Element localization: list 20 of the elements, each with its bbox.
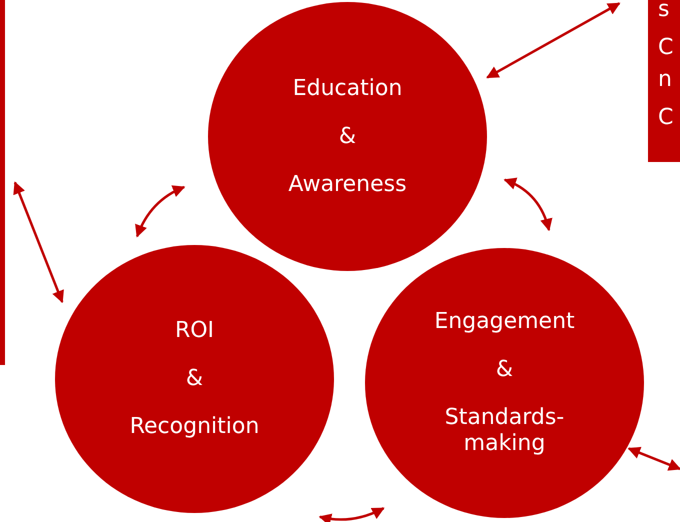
double-arrow bbox=[318, 507, 385, 522]
circle-label: & bbox=[338, 124, 356, 150]
panel-text: C n bbox=[658, 34, 674, 94]
double-arrow bbox=[135, 186, 186, 238]
double-arrow bbox=[504, 178, 552, 232]
circle-label: Education bbox=[292, 76, 402, 102]
panel-text: s bbox=[658, 0, 670, 24]
circle-label: Engagement bbox=[434, 309, 575, 335]
circle-label: & bbox=[496, 357, 514, 383]
double-arrow bbox=[486, 2, 620, 79]
double-arrow bbox=[628, 446, 680, 471]
circle-label: Awareness bbox=[288, 172, 407, 198]
double-arrow bbox=[13, 181, 64, 304]
vertical-bar bbox=[0, 0, 5, 365]
circle-label: & bbox=[186, 366, 204, 392]
circle-label: Recognition bbox=[130, 414, 260, 440]
circle-label: ROI bbox=[174, 318, 214, 344]
panel-text: C bbox=[658, 104, 674, 132]
text-panel bbox=[648, 0, 680, 162]
circle-label: Standards- making bbox=[444, 405, 566, 457]
